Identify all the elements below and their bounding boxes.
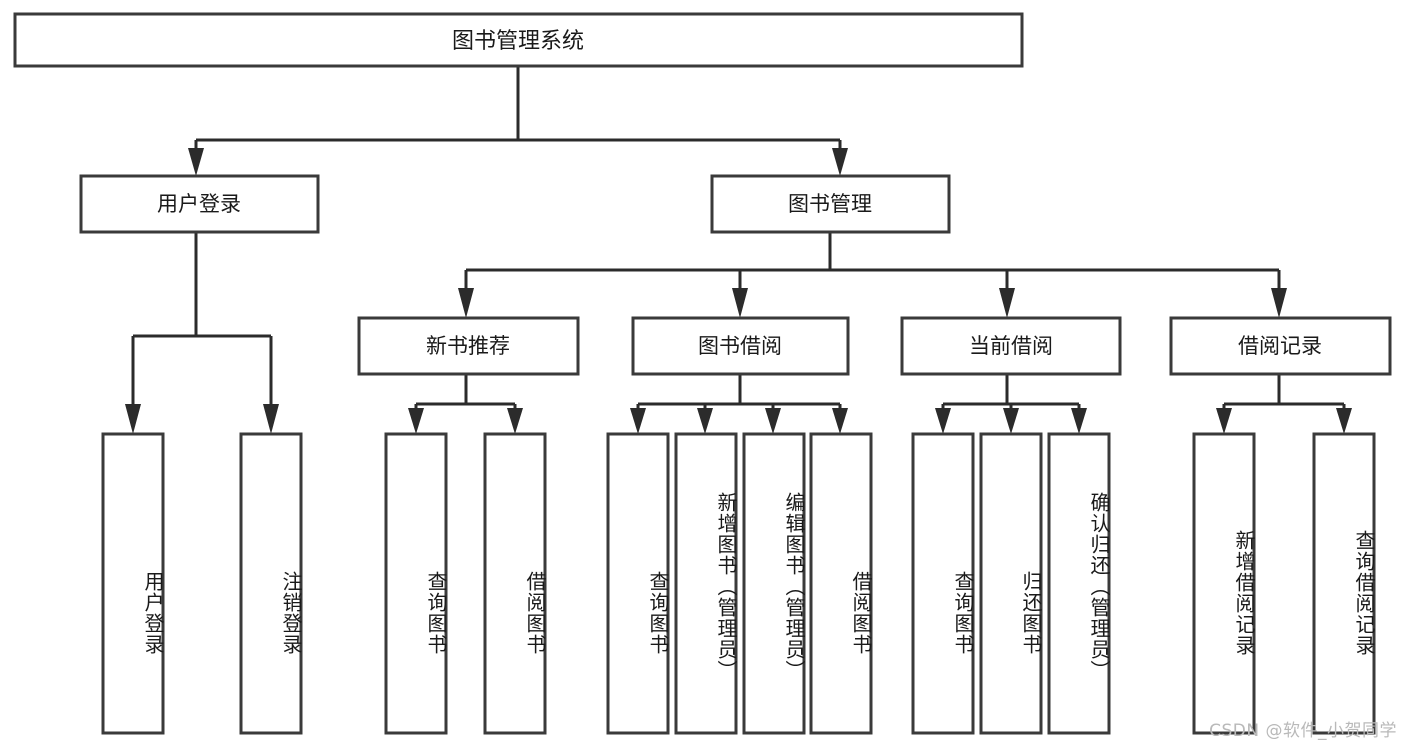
node-label-root: 图书管理系统 — [452, 29, 584, 54]
connector-group — [125, 66, 1352, 434]
arrow-to-leaf-query-book-2 — [630, 408, 646, 434]
leaf-box-borrow-book-2[interactable] — [809, 432, 873, 735]
node-label-new-book-recommend: 新书推荐 — [426, 334, 510, 358]
node-label-borrow-record: 借阅记录 — [1238, 334, 1322, 358]
leaf-box-group — [101, 432, 1376, 735]
node-book-borrow[interactable]: 图书借阅 — [631, 316, 850, 376]
arrow-to-borrow-record — [1271, 288, 1287, 318]
arrow-to-leaf-add-record — [1216, 408, 1232, 434]
leaf-box-return-book[interactable] — [979, 432, 1043, 735]
arrow-to-leaf-borrow-book-1 — [507, 408, 523, 434]
arrow-to-user-login — [188, 148, 204, 176]
arrow-to-leaf-user-login — [125, 404, 141, 434]
leaf-box-borrow-book-1[interactable] — [483, 432, 547, 735]
arrow-to-current-borrow — [999, 288, 1015, 318]
arrow-to-leaf-return-book — [1003, 408, 1019, 434]
arrow-to-leaf-query-record — [1336, 408, 1352, 434]
arrow-to-new-book — [458, 288, 474, 318]
node-box-user-login[interactable] — [79, 174, 320, 234]
leaf-box-confirm-return[interactable] — [1047, 432, 1111, 735]
leaf-box-query-book-1[interactable] — [384, 432, 448, 735]
node-box-new-book-recommend[interactable] — [357, 316, 580, 376]
arrow-to-leaf-confirm-return — [1071, 408, 1087, 434]
arrow-to-book-borrow — [732, 288, 748, 318]
node-box-borrow-record[interactable] — [1169, 316, 1392, 376]
arrow-to-leaf-edit-book — [765, 408, 781, 434]
node-book-management-system[interactable]: 图书管理系统 — [13, 12, 1024, 68]
leaf-box-add-record[interactable] — [1192, 432, 1256, 735]
node-borrow-record[interactable]: 借阅记录 — [1169, 316, 1392, 376]
node-book-management[interactable]: 图书管理 — [710, 174, 951, 234]
arrow-to-leaf-query-book-1 — [408, 408, 424, 434]
leaf-box-logout[interactable] — [239, 432, 303, 735]
node-current-borrow[interactable]: 当前借阅 — [900, 316, 1122, 376]
node-new-book-recommend[interactable]: 新书推荐 — [357, 316, 580, 376]
leaf-box-query-book-2[interactable] — [606, 432, 670, 735]
node-label-user-login: 用户登录 — [157, 192, 241, 216]
node-box-book-management[interactable] — [710, 174, 951, 234]
arrow-to-leaf-add-book — [697, 408, 713, 434]
leaf-box-user-login[interactable] — [101, 432, 165, 735]
node-box-book-borrow[interactable] — [631, 316, 850, 376]
node-label-book-borrow: 图书借阅 — [698, 334, 782, 358]
node-box-root[interactable] — [13, 12, 1024, 68]
arrow-to-leaf-borrow-book-2 — [832, 408, 848, 434]
arrow-to-leaf-logout — [263, 404, 279, 434]
arrow-to-book-mgmt — [832, 148, 848, 176]
node-label-book-management: 图书管理 — [788, 192, 872, 216]
node-user-login[interactable]: 用户登录 — [79, 174, 320, 234]
leaf-box-query-record[interactable] — [1312, 432, 1376, 735]
leaf-box-query-book-3[interactable] — [911, 432, 975, 735]
node-label-current-borrow: 当前借阅 — [969, 334, 1053, 358]
leaf-box-add-book[interactable] — [674, 432, 738, 735]
node-box-current-borrow[interactable] — [900, 316, 1122, 376]
arrow-to-leaf-query-book-3 — [935, 408, 951, 434]
csdn-watermark: CSDN @软件_小贺同学 — [1209, 721, 1397, 741]
leaf-box-edit-book[interactable] — [742, 432, 806, 735]
